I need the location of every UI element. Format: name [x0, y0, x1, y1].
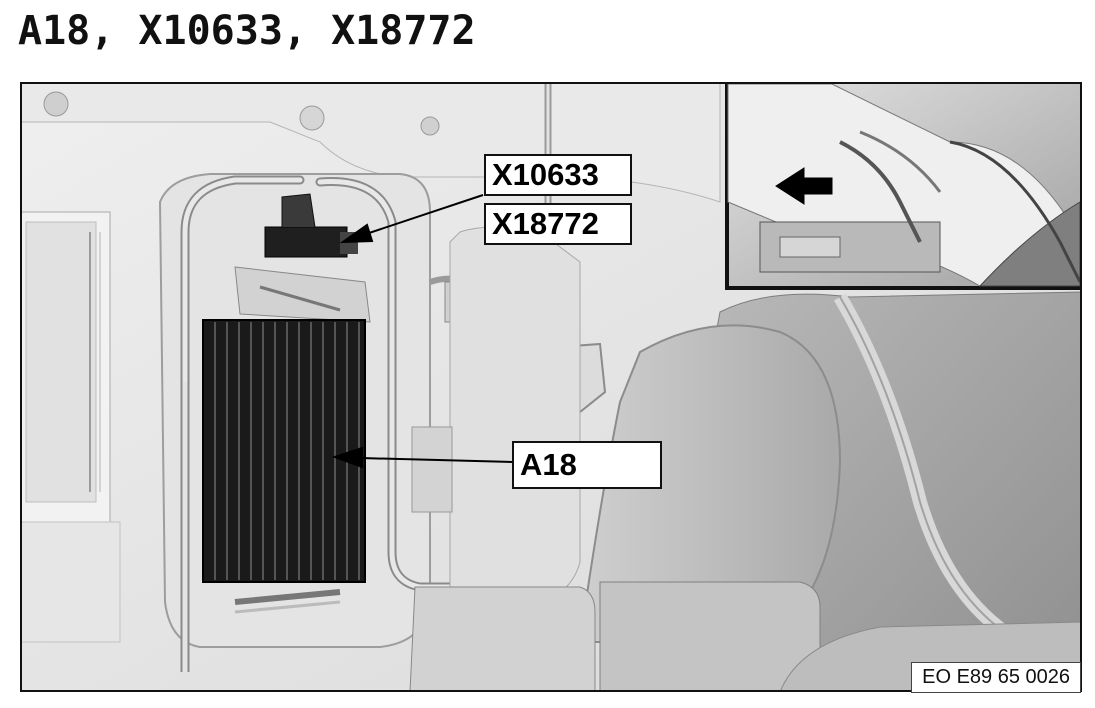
- inset-arrow: [775, 167, 833, 205]
- amplifier-fins: [214, 322, 360, 580]
- amplifier-module: [202, 319, 366, 583]
- label-x18772-text: X18772: [492, 206, 599, 241]
- lower-box-left: [409, 586, 596, 692]
- inset-detail-view: [725, 82, 1082, 290]
- page-title: A18, X10633, X18772: [18, 8, 476, 54]
- mount-knob-3: [420, 116, 440, 136]
- label-x18772: X18772: [484, 203, 632, 245]
- mount-knob-1: [43, 91, 69, 117]
- leader-line-connector: [362, 194, 484, 236]
- label-x10633-text: X10633: [492, 157, 599, 192]
- left-trim-slot: [25, 221, 97, 503]
- leader-lines: [331, 194, 513, 469]
- arrowhead-connector: [339, 223, 374, 244]
- label-x10633: X10633: [484, 154, 632, 196]
- label-a18-text: A18: [520, 447, 577, 482]
- arrowhead-module: [331, 446, 363, 469]
- connector-block: [264, 226, 348, 258]
- figure-reference-code: EO E89 65 0026: [911, 662, 1081, 693]
- lower-box-right: [599, 581, 821, 692]
- seat-cushion: [578, 324, 842, 643]
- label-a18: A18: [512, 441, 662, 489]
- center-column: [449, 226, 581, 613]
- leader-line-module: [359, 457, 513, 463]
- figure-frame: [20, 82, 1082, 692]
- mount-knob-2: [299, 105, 325, 131]
